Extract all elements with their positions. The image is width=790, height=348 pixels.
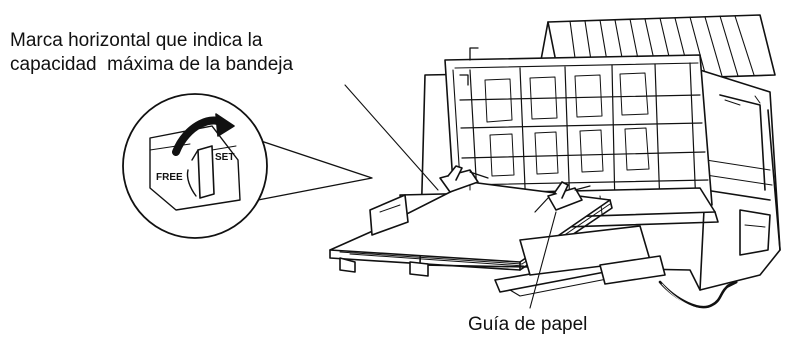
paper-guide-leader-line (529, 211, 557, 309)
tractor-frame (444, 47, 713, 216)
paper-tray (329, 181, 666, 297)
paper-guides (439, 165, 591, 213)
cable (658, 280, 738, 310)
lever-detail-callout (122, 93, 373, 239)
paper-guide-label: Guía de papel (468, 314, 588, 335)
left-end-cap (369, 194, 409, 236)
capacity-leader-line (344, 84, 439, 191)
capacity-mark-label-line1: Marca horizontal que indica la (10, 30, 263, 51)
capacity-mark-label-line2: capacidad máxima de la bandeja (10, 54, 294, 75)
